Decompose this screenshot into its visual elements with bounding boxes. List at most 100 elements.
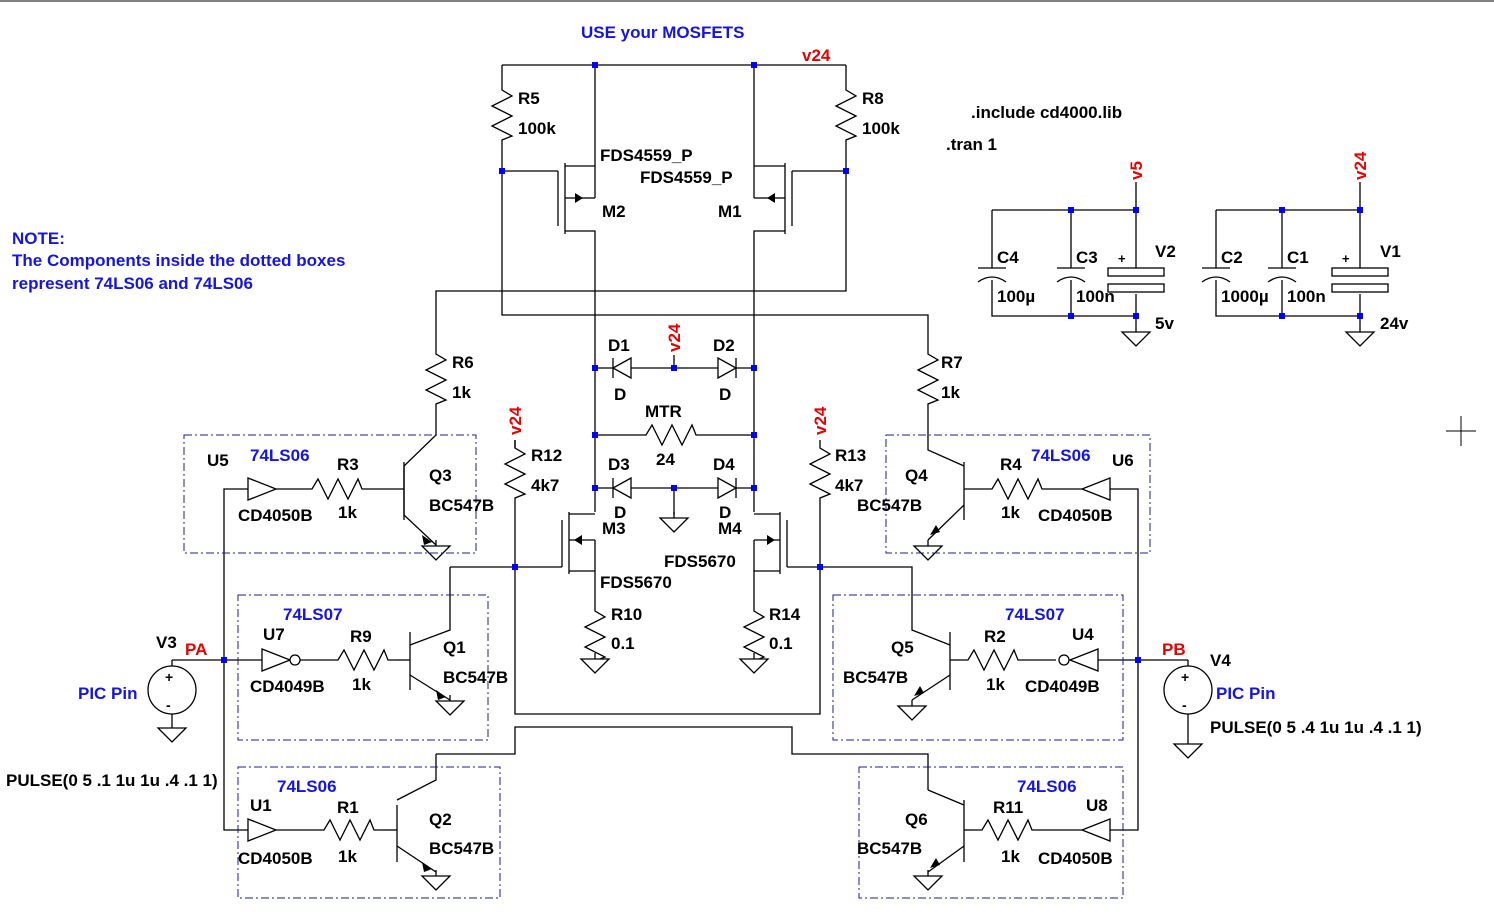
note-line-2: represent 74LS06 and 74LS06: [12, 274, 253, 293]
u8-box-label: 74LS06: [1017, 777, 1077, 796]
note-line-1: The Components inside the dotted boxes: [12, 251, 345, 270]
m3-ref: M3: [602, 519, 626, 538]
u1-box: [237, 766, 501, 899]
d4-ref: D4: [713, 455, 735, 474]
c1-ref: C1: [1287, 248, 1309, 267]
u4-box-label: 74LS07: [1005, 605, 1065, 624]
u1-model: CD4050B: [238, 849, 313, 868]
u7-ref: U7: [263, 625, 285, 644]
m4-model: FDS5670: [664, 552, 736, 571]
tran-directive: .tran 1: [946, 135, 997, 154]
net-label-v24: v24: [665, 323, 684, 352]
u7-box: [237, 594, 489, 741]
v4-value: PULSE(0 5 .4 1u 1u .4 .1 1): [1210, 718, 1422, 737]
mtr-ref: MTR: [645, 402, 682, 421]
top-rail: [435, 64, 929, 346]
mtr-value: 24: [656, 450, 675, 469]
q2-model: BC547B: [429, 839, 494, 858]
u6-buffer: [1080, 477, 1111, 501]
r9-value: 1k: [352, 675, 371, 694]
d2-diode: [717, 356, 738, 380]
net-label-v5: v5: [1127, 161, 1146, 180]
r10-ref: R10: [611, 605, 642, 624]
svg-text:+: +: [1181, 669, 1189, 685]
v4-label: PIC Pin: [1216, 684, 1276, 703]
r11-ref: R11: [993, 798, 1023, 817]
r7-resistor: [917, 345, 939, 413]
r12-wire: [514, 506, 821, 715]
r8-ref: R8: [862, 89, 884, 108]
r3-value: 1k: [338, 503, 357, 522]
d1-ref: D1: [608, 336, 630, 355]
c4-value: 100µ: [997, 287, 1035, 306]
net-label-v24: v24: [1351, 151, 1370, 180]
r4-ref: R4: [1000, 455, 1022, 474]
v3-label: PIC Pin: [78, 684, 138, 703]
r7-value: 1k: [941, 383, 960, 402]
d2-model: D: [719, 385, 731, 404]
r12-resistor: [504, 439, 526, 507]
m1-ref: M1: [718, 202, 742, 221]
r3-resistor: [303, 478, 371, 500]
svg-text:-: -: [166, 697, 171, 713]
d3-diode: [611, 476, 632, 500]
include-directive: .include cd4000.lib: [971, 103, 1122, 122]
u6-box: [885, 434, 1151, 554]
q4-ref: Q4: [905, 466, 928, 485]
r1-resistor: [315, 819, 383, 841]
u1-box-label: 74LS06: [277, 777, 337, 796]
r9-ref: R9: [350, 627, 372, 646]
r7-ref: R7: [941, 353, 963, 372]
c1-value: 100n: [1287, 287, 1326, 306]
v3-source: + -: [147, 659, 197, 743]
svg-text:+: +: [165, 669, 173, 685]
q2-ref: Q2: [429, 810, 452, 829]
c2-ref: C2: [1221, 248, 1243, 267]
u7-model: CD4049B: [250, 677, 325, 696]
r9-resistor: [329, 649, 397, 671]
u7-box-label: 74LS07: [283, 605, 343, 624]
r13-ref: R13: [835, 446, 866, 465]
supply-24v: +: [1201, 182, 1389, 347]
v2-value: 5v: [1155, 314, 1174, 333]
q5-driver: [820, 566, 1164, 721]
c3-value: 100n: [1076, 287, 1115, 306]
u5-box-label: 74LS06: [250, 446, 310, 465]
u4-inverter: [1068, 648, 1099, 672]
m4-mosfet: [753, 512, 820, 603]
m1-mosfet: [753, 163, 793, 346]
note-heading: NOTE:: [12, 229, 65, 248]
r4-value: 1k: [1001, 503, 1020, 522]
u5-box: [183, 434, 477, 554]
m2-mosfet: [557, 163, 596, 346]
r11-value: 1k: [1001, 847, 1020, 866]
q6-ref: Q6: [905, 810, 928, 829]
q5-ref: Q5: [891, 638, 914, 657]
mtr-resistor: [640, 423, 700, 447]
r12-value: 4k7: [531, 476, 559, 495]
r5-ref: R5: [518, 89, 540, 108]
d1-diode: [611, 356, 632, 380]
ground-icon: [739, 652, 769, 674]
v1-ref: V1: [1380, 242, 1401, 261]
r12-ref: R12: [531, 446, 562, 465]
r13-resistor: [809, 439, 831, 507]
q5-model: BC547B: [843, 668, 908, 687]
svg-text:-: -: [1182, 697, 1187, 713]
v4-ref: V4: [1210, 651, 1231, 670]
d1-model: D: [614, 385, 626, 404]
q3-ref: Q3: [429, 466, 452, 485]
d4-model: D: [719, 503, 731, 522]
c4-ref: C4: [997, 248, 1019, 267]
svg-text:+: +: [1342, 251, 1350, 266]
u6-box-label: 74LS06: [1031, 446, 1091, 465]
q1-ref: Q1: [443, 638, 466, 657]
q2-driver: [223, 660, 929, 891]
r6-resistor: [425, 345, 447, 413]
r8-resistor: [835, 81, 857, 149]
r6-value: 1k: [452, 383, 471, 402]
u1-buffer: [247, 818, 277, 842]
r11-resistor: [973, 819, 1041, 841]
net-label-pa: PA: [185, 640, 207, 659]
u4-model: CD4049B: [1025, 677, 1100, 696]
